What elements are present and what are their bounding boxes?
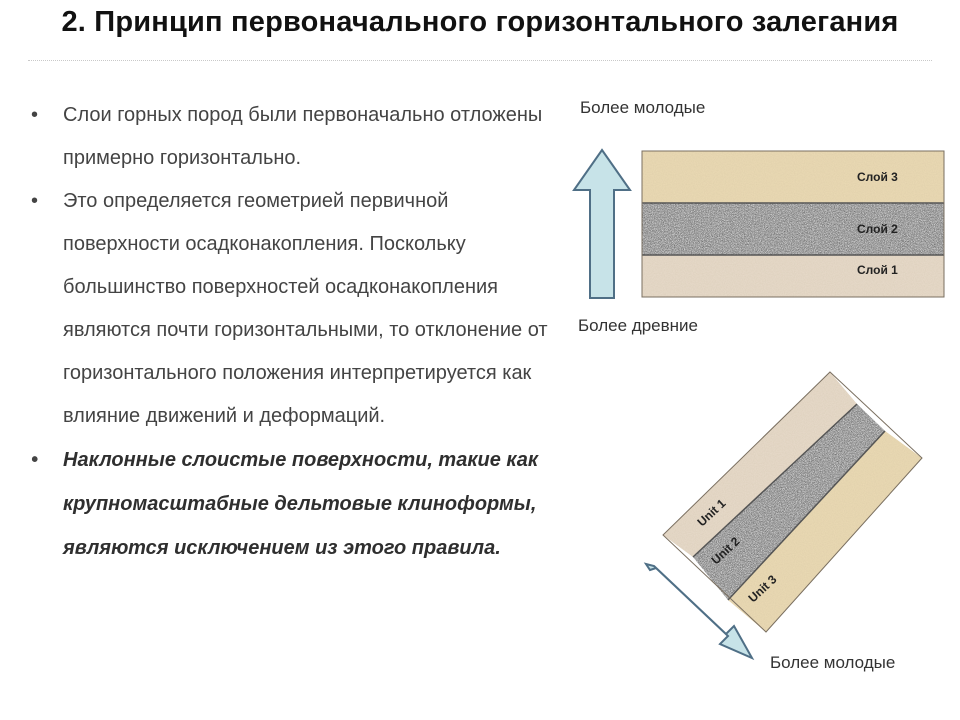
layer-2-label: Слой 2 <box>857 222 898 236</box>
unit-2-band <box>693 404 885 600</box>
layer-3-band <box>642 151 944 203</box>
bullet-dot-icon: • <box>31 104 39 126</box>
bullet-item: • Наклонные слоистые поверхности, такие … <box>28 438 548 570</box>
bullet-text: Наклонные слоистые поверхности, такие ка… <box>63 449 539 559</box>
unit-3-band <box>728 431 922 632</box>
bullet-dot-icon: • <box>31 190 39 212</box>
up-arrow-icon <box>572 148 632 299</box>
bullet-text: Это определяется геометрией первичной по… <box>63 190 548 427</box>
bullet-item: • Слои горных пород были первоначально о… <box>28 94 548 180</box>
layer-1-label: Слой 1 <box>857 263 898 277</box>
older-label: Более древние <box>578 316 698 335</box>
tilted-strata: Unit 1 Unit 2 Unit 3 <box>662 371 923 633</box>
diagonal-arrow-icon <box>643 562 755 661</box>
layer-3-label: Слой 3 <box>857 170 898 184</box>
younger-label: Более молодые <box>580 98 705 117</box>
younger-label-tilted: Более молодые <box>770 653 895 672</box>
slide-title: 2. Принцип первоначального горизонтально… <box>61 6 899 38</box>
horizontal-strata: Слой 3 Слой 2 Слой 1 <box>641 150 945 298</box>
bullet-dot-icon: • <box>31 449 39 471</box>
title-divider <box>28 60 932 61</box>
bullet-text: Слои горных пород были первоначально отл… <box>63 104 543 169</box>
unit-1-band <box>663 372 857 557</box>
bullet-item: • Это определяется геометрией первичной … <box>28 180 548 438</box>
layer-2-band <box>642 203 944 255</box>
bullet-list: • Слои горных пород были первоначально о… <box>28 94 548 570</box>
layer-1-band <box>642 255 944 297</box>
